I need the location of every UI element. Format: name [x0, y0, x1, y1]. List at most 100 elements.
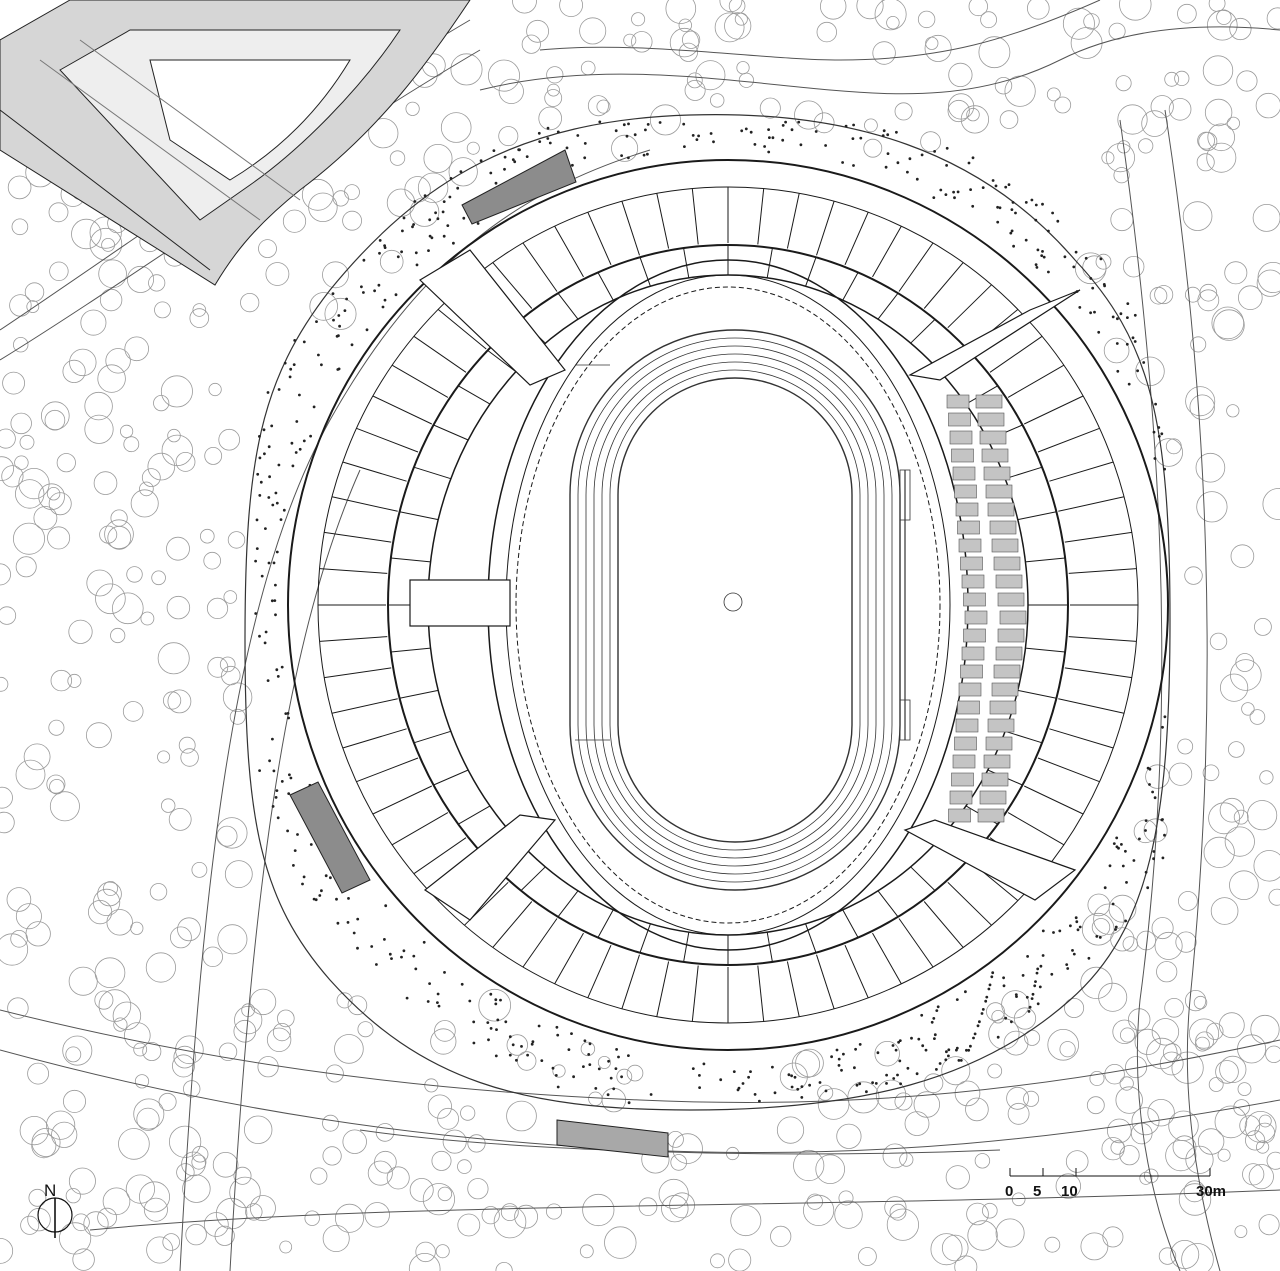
tree	[127, 265, 155, 293]
bollard	[400, 250, 403, 254]
bollard	[1119, 312, 1123, 316]
tree	[538, 106, 562, 131]
bollard	[377, 283, 381, 287]
bollard	[964, 990, 967, 994]
seat-block	[958, 682, 982, 697]
bollard	[531, 1040, 535, 1044]
bollard	[622, 123, 626, 127]
entry-portals	[409, 249, 1081, 921]
tree	[1206, 1022, 1224, 1040]
bollard	[976, 1024, 980, 1028]
tree	[730, 1205, 762, 1237]
bollard	[396, 255, 400, 259]
partition-wall	[372, 785, 433, 815]
bollard	[430, 236, 434, 240]
bollard	[695, 138, 699, 142]
tree	[1007, 1102, 1030, 1125]
bollard	[378, 251, 381, 255]
tree	[856, 0, 884, 20]
tree	[126, 566, 143, 583]
tree	[124, 1022, 151, 1049]
bollard	[1004, 1016, 1008, 1020]
bollard	[413, 200, 417, 203]
tree	[874, 1040, 900, 1067]
bollard	[1091, 286, 1095, 290]
tree	[367, 1160, 393, 1186]
bollard	[434, 211, 437, 215]
tree	[304, 1210, 320, 1226]
tree	[364, 1202, 390, 1228]
inner-partition	[842, 909, 859, 938]
tree	[0, 563, 11, 586]
tree	[559, 0, 583, 17]
tree	[104, 519, 134, 549]
bollard	[263, 452, 266, 456]
bollard	[383, 938, 386, 941]
bollard	[1074, 916, 1078, 920]
partition-wall	[923, 262, 964, 309]
bollard	[932, 196, 936, 200]
bollard	[271, 737, 274, 741]
bollard	[312, 405, 316, 409]
tree	[15, 903, 42, 930]
tree	[1158, 1247, 1177, 1265]
tree	[579, 17, 607, 45]
tree	[1257, 262, 1280, 293]
bollard	[1015, 995, 1018, 998]
tree	[626, 1064, 644, 1082]
tree	[14, 455, 29, 470]
tree	[301, 178, 334, 211]
tree	[1265, 1045, 1280, 1063]
tree	[544, 89, 563, 107]
bollard	[565, 146, 569, 150]
tree	[1230, 544, 1255, 568]
bollard	[1087, 956, 1091, 960]
tree	[1117, 140, 1131, 154]
tree	[146, 1236, 174, 1264]
tree	[204, 446, 223, 465]
bollard	[944, 1058, 948, 1062]
bollard	[945, 146, 949, 150]
bollard	[405, 996, 409, 1000]
bollard	[402, 949, 406, 953]
tree	[408, 1253, 441, 1271]
bollard	[346, 921, 350, 924]
partition-wall	[1023, 395, 1084, 425]
tree	[684, 79, 706, 101]
bollard	[284, 712, 288, 715]
bollard	[800, 1096, 804, 1099]
tree	[99, 525, 118, 544]
bollard	[1010, 208, 1014, 212]
tree	[1237, 1082, 1252, 1096]
tree	[143, 1197, 168, 1222]
bollard	[1144, 870, 1148, 874]
tree	[1164, 997, 1184, 1018]
tree	[1165, 438, 1182, 455]
bollard	[1125, 881, 1128, 884]
bollard	[298, 447, 302, 451]
tree	[46, 774, 66, 794]
tree	[97, 881, 122, 907]
bollard	[373, 289, 376, 293]
bollard	[1146, 766, 1150, 770]
bollard	[503, 167, 506, 171]
bollard	[551, 1066, 555, 1070]
bollard	[767, 128, 770, 132]
tree	[1224, 826, 1255, 857]
bollard	[1111, 315, 1115, 319]
tree	[437, 1107, 460, 1130]
partition-wall	[898, 242, 934, 292]
bollard	[835, 1048, 839, 1052]
tree	[68, 619, 93, 644]
bollard	[1078, 306, 1082, 309]
tree	[89, 227, 123, 261]
tree	[140, 611, 155, 626]
tree	[493, 1205, 527, 1239]
tree	[1238, 285, 1263, 311]
tree	[923, 1073, 944, 1093]
tree	[162, 1233, 181, 1251]
bollard	[1133, 313, 1137, 317]
bollard	[947, 1048, 951, 1052]
bollard	[1115, 845, 1119, 849]
tree	[1125, 1056, 1148, 1079]
